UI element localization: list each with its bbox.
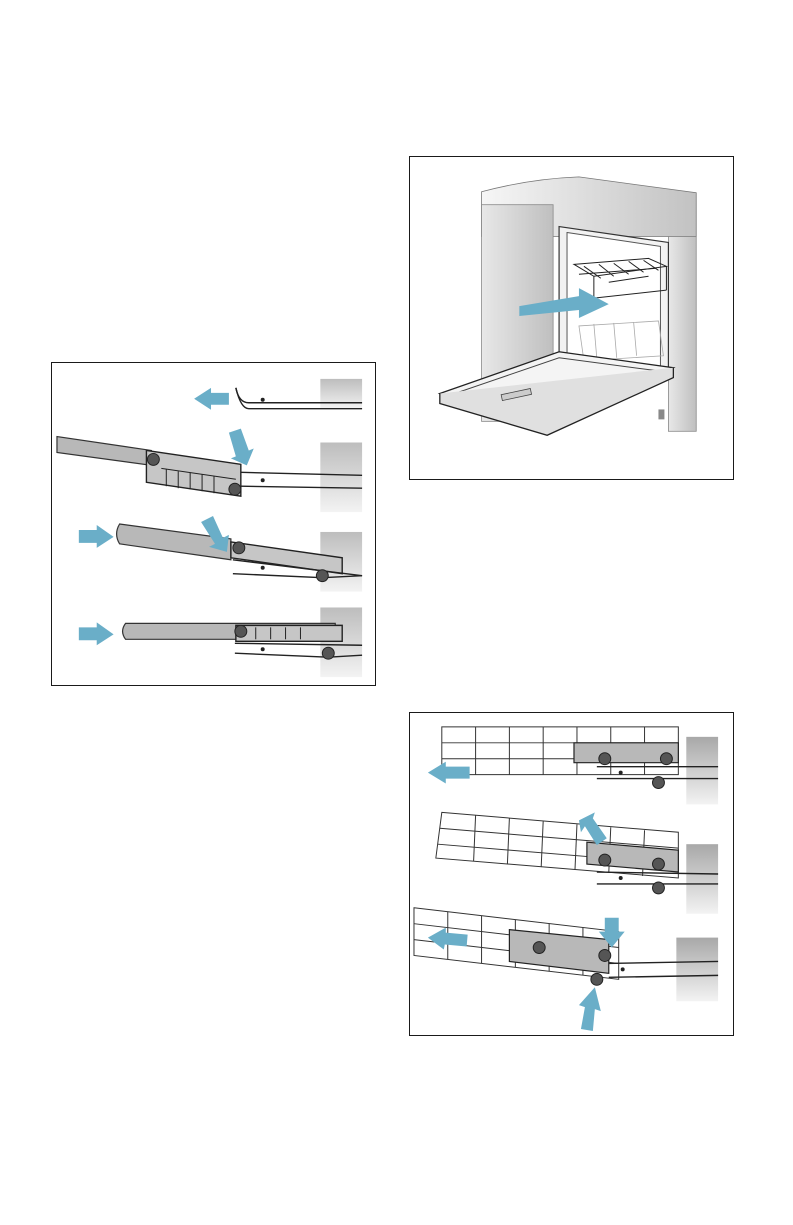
dishwasher-figure	[409, 156, 734, 480]
step-3	[79, 516, 362, 592]
step-2	[57, 429, 362, 512]
arrow-up-icon	[579, 987, 601, 1031]
rack-removal-figure	[409, 712, 734, 1036]
rack-removal-illustration-icon	[410, 713, 733, 1035]
arrow-down-icon	[229, 429, 254, 466]
arrow-left-icon	[428, 762, 470, 784]
dishwasher-rack-pull-illustration-icon	[410, 157, 733, 479]
step-1	[428, 727, 718, 805]
step-3	[414, 908, 718, 1031]
arrow-right-icon	[79, 525, 114, 548]
step-4	[79, 607, 362, 677]
step-2	[436, 812, 718, 913]
rail-mount-figure	[51, 362, 376, 686]
arrow-left-icon	[194, 388, 229, 410]
rail-mount-illustration-icon	[52, 363, 375, 685]
arrow-right-icon	[79, 622, 114, 645]
step-1	[194, 379, 362, 410]
